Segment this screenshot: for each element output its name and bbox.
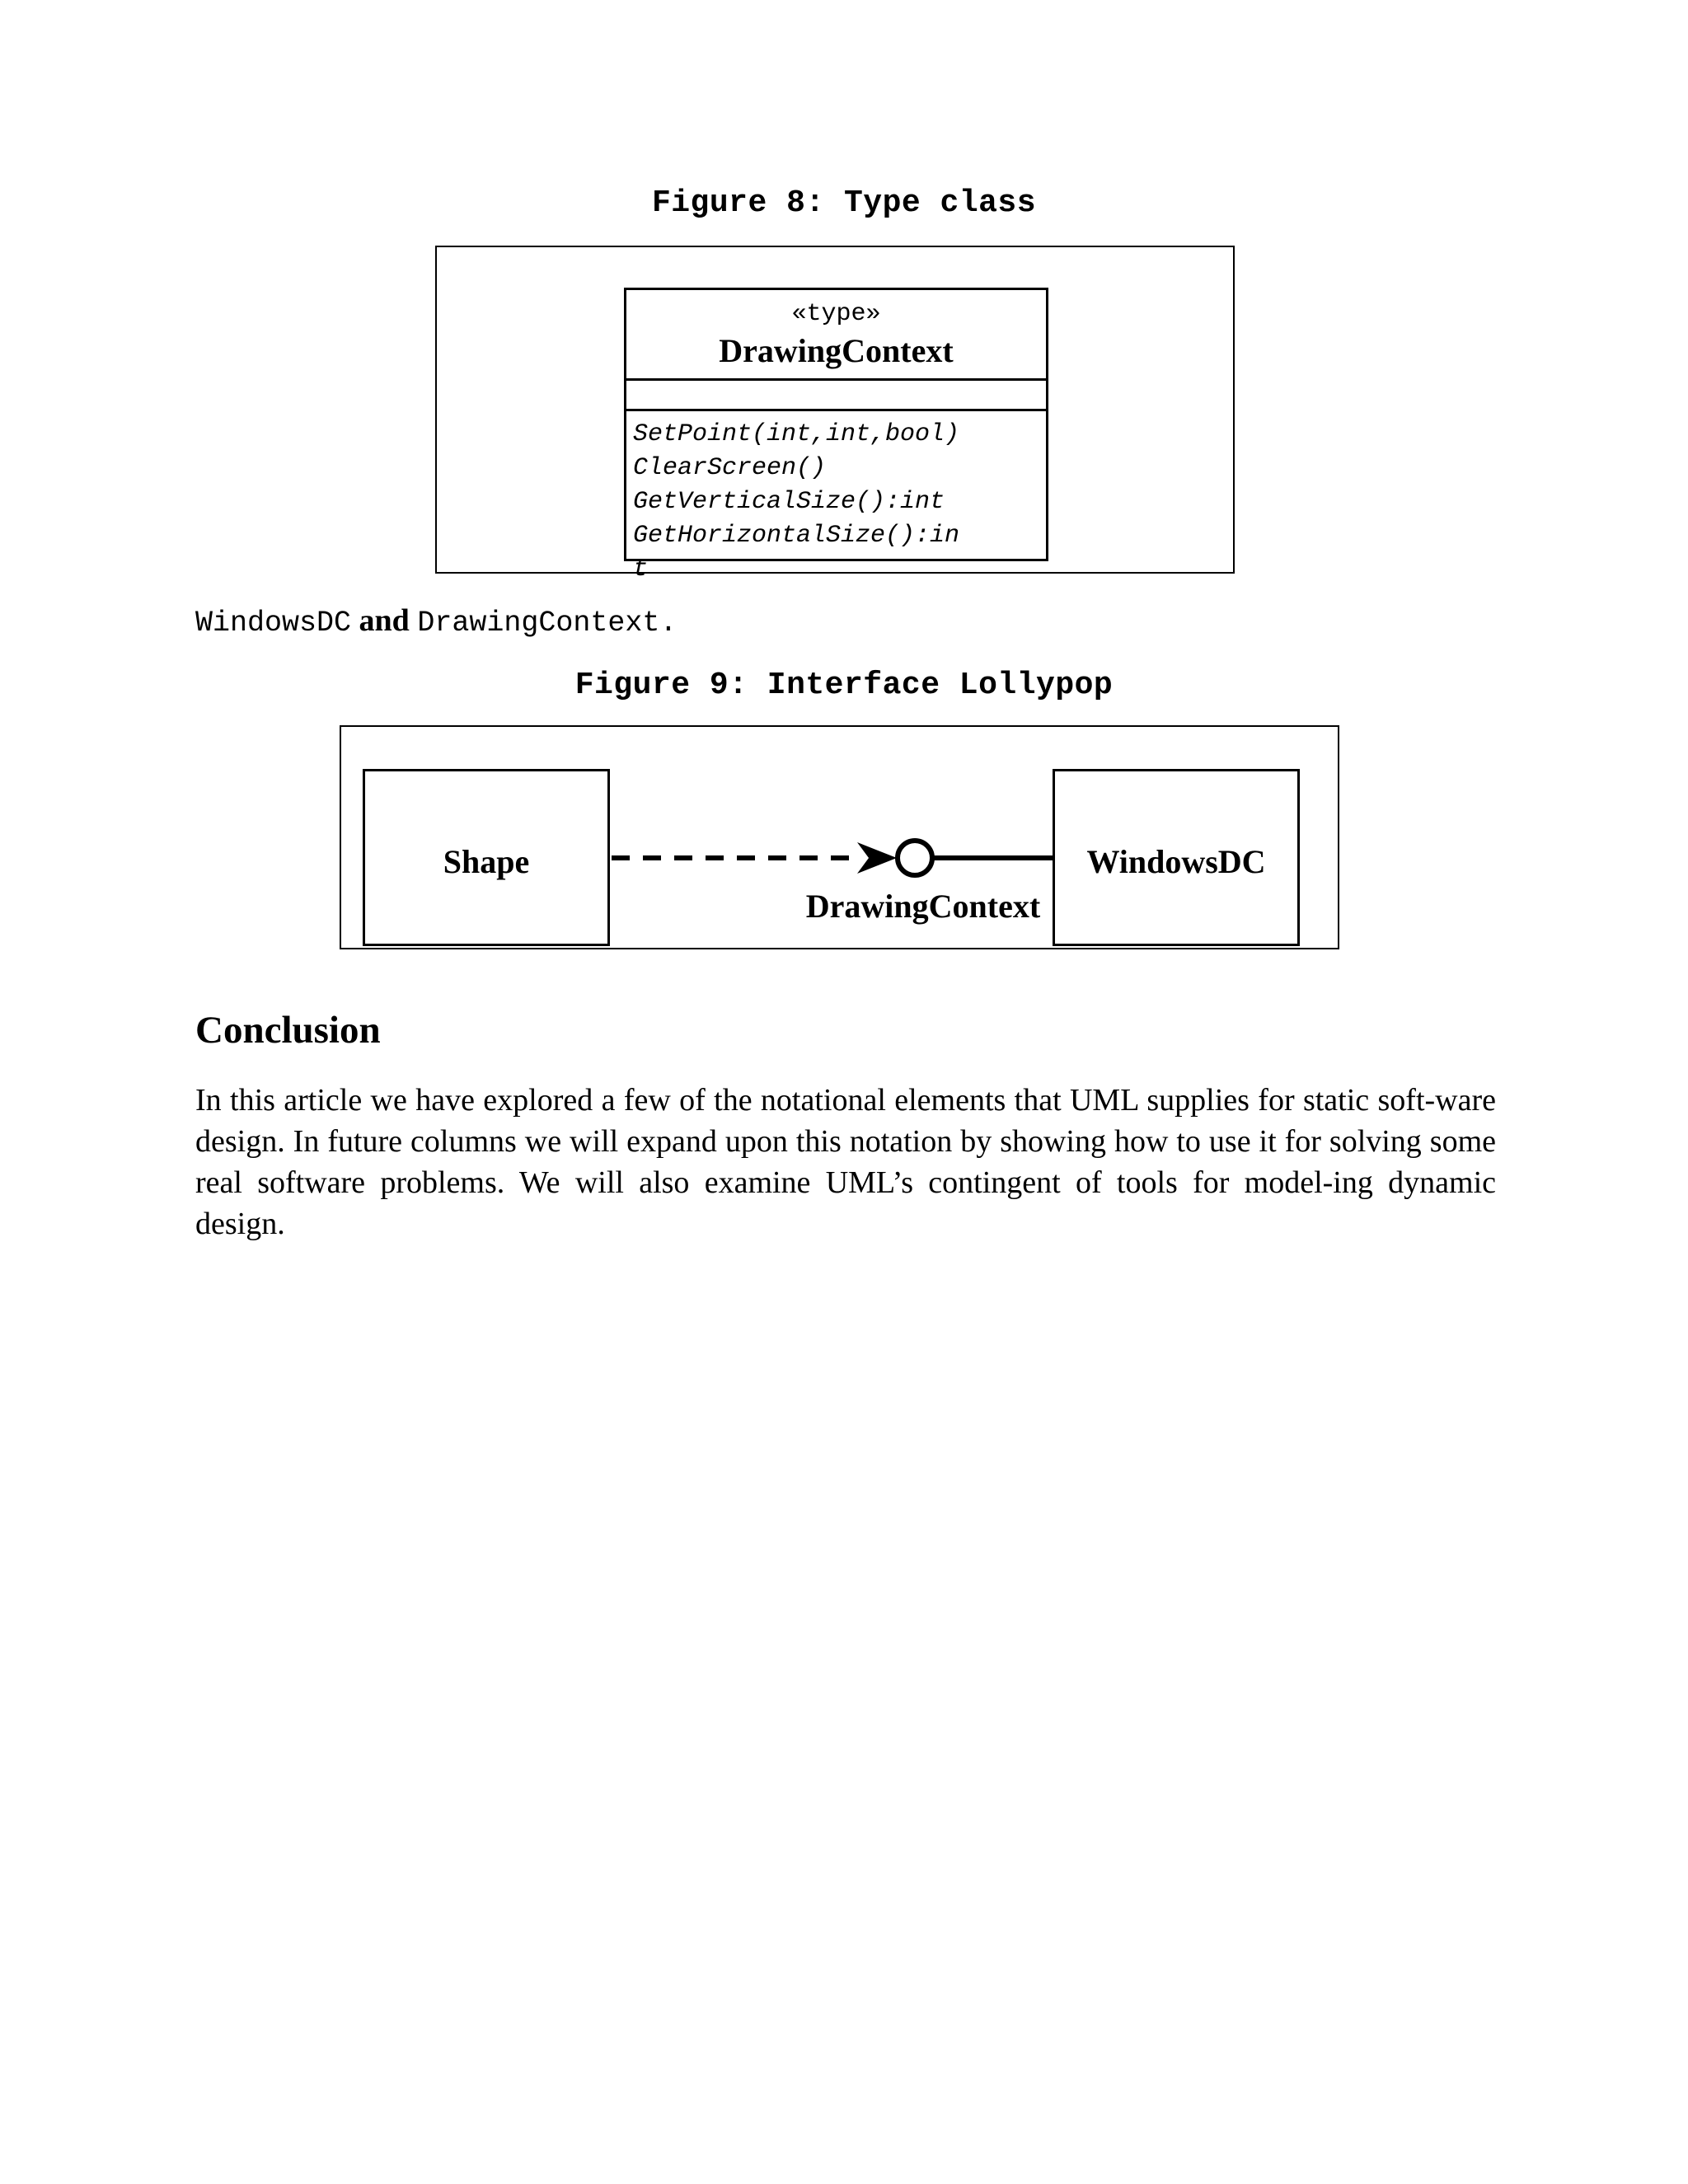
shape-label: Shape — [443, 843, 530, 880]
class-attributes-compartment — [626, 381, 1046, 411]
code-windowsdc: WindowsDC — [195, 607, 352, 640]
class-name-label: DrawingContext — [719, 332, 954, 369]
class-operation-row: SetPoint(int,int,bool) — [633, 420, 960, 448]
figure-8-caption: Figure 8: Type class — [651, 185, 1037, 221]
class-stereotype: «type» — [791, 300, 881, 328]
conjunction-and: and — [351, 603, 418, 638]
class-operations-compartment: SetPoint(int,int,bool) ClearScreen() Get… — [626, 411, 1046, 583]
code-drawingcontext: DrawingContext. — [417, 607, 678, 640]
inline-code-sentence: WindowsDC and DrawingContext. — [195, 600, 677, 644]
uml-class-box-windowsdc: WindowsDC — [1053, 769, 1300, 946]
class-operation-row: GetHorizontalSize():in — [633, 522, 960, 550]
interface-name-label: DrawingContext — [805, 888, 1041, 925]
class-operation-row: ClearScreen() — [633, 454, 827, 482]
figure-9-caption: Figure 9: Interface Lollypop — [574, 668, 1114, 703]
conclusion-body-text: In this article we have explored a few o… — [195, 1083, 1496, 1241]
uml-class-box-drawingcontext: «type» DrawingContext SetPoint(int,int,b… — [624, 288, 1048, 583]
conclusion-heading: Conclusion — [195, 1009, 381, 1052]
class-name-compartment: «type» DrawingContext — [626, 290, 1046, 381]
dependency-arrowhead-icon — [857, 842, 897, 874]
class-operation-overflow: t — [633, 555, 649, 583]
uml-class-box-shape: Shape — [363, 769, 610, 946]
lollypop-circle-icon — [895, 838, 935, 878]
class-operation-row: GetVerticalSize():int — [633, 488, 945, 516]
windowsdc-label: WindowsDC — [1086, 843, 1266, 880]
lollypop-connector-group — [612, 838, 1055, 878]
